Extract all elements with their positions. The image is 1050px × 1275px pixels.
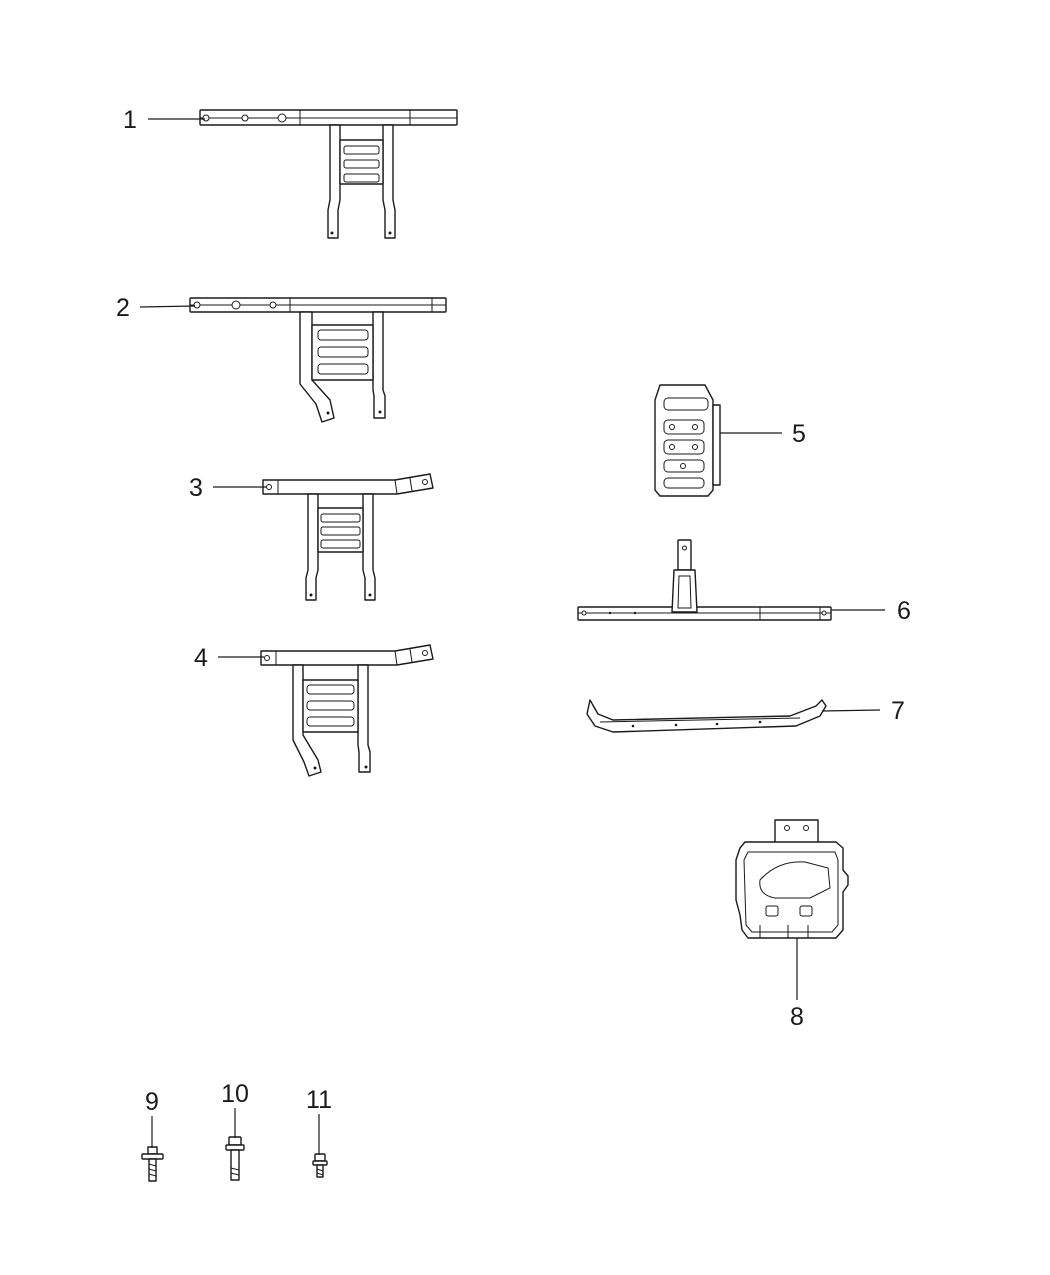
callout-5: 5: [792, 420, 806, 448]
part-11-bolt: [312, 1153, 328, 1178]
leader-line-7: [821, 709, 881, 712]
part-7-bar: [586, 699, 827, 733]
callout-7: 7: [891, 697, 905, 725]
part-5-skid-plate: [654, 384, 721, 497]
part-9-bolt: [141, 1146, 164, 1182]
part-6-crossmember: [577, 539, 832, 621]
part-2-crossmember-assembly: [189, 297, 447, 423]
leader-lines: [139, 118, 885, 1155]
part-10-bolt: [225, 1136, 245, 1181]
callout-9: 9: [145, 1088, 159, 1116]
leader-line-2: [139, 305, 196, 308]
part-4-crossmember-assembly: [260, 644, 434, 777]
callout-2: 2: [116, 294, 130, 322]
callout-10: 10: [221, 1080, 249, 1108]
callout-3: 3: [189, 474, 203, 502]
callout-1: 1: [123, 106, 137, 134]
callout-8: 8: [790, 1003, 804, 1031]
callout-6: 6: [897, 597, 911, 625]
part-8-shield: [735, 819, 849, 939]
callout-4: 4: [194, 644, 208, 672]
part-1-crossmember-assembly: [199, 109, 458, 239]
callout-labels: 1 2 3 4 5 6 7 8 9 10 11: [116, 106, 911, 1116]
part-3-crossmember-assembly: [262, 473, 434, 601]
callout-11: 11: [306, 1086, 332, 1114]
